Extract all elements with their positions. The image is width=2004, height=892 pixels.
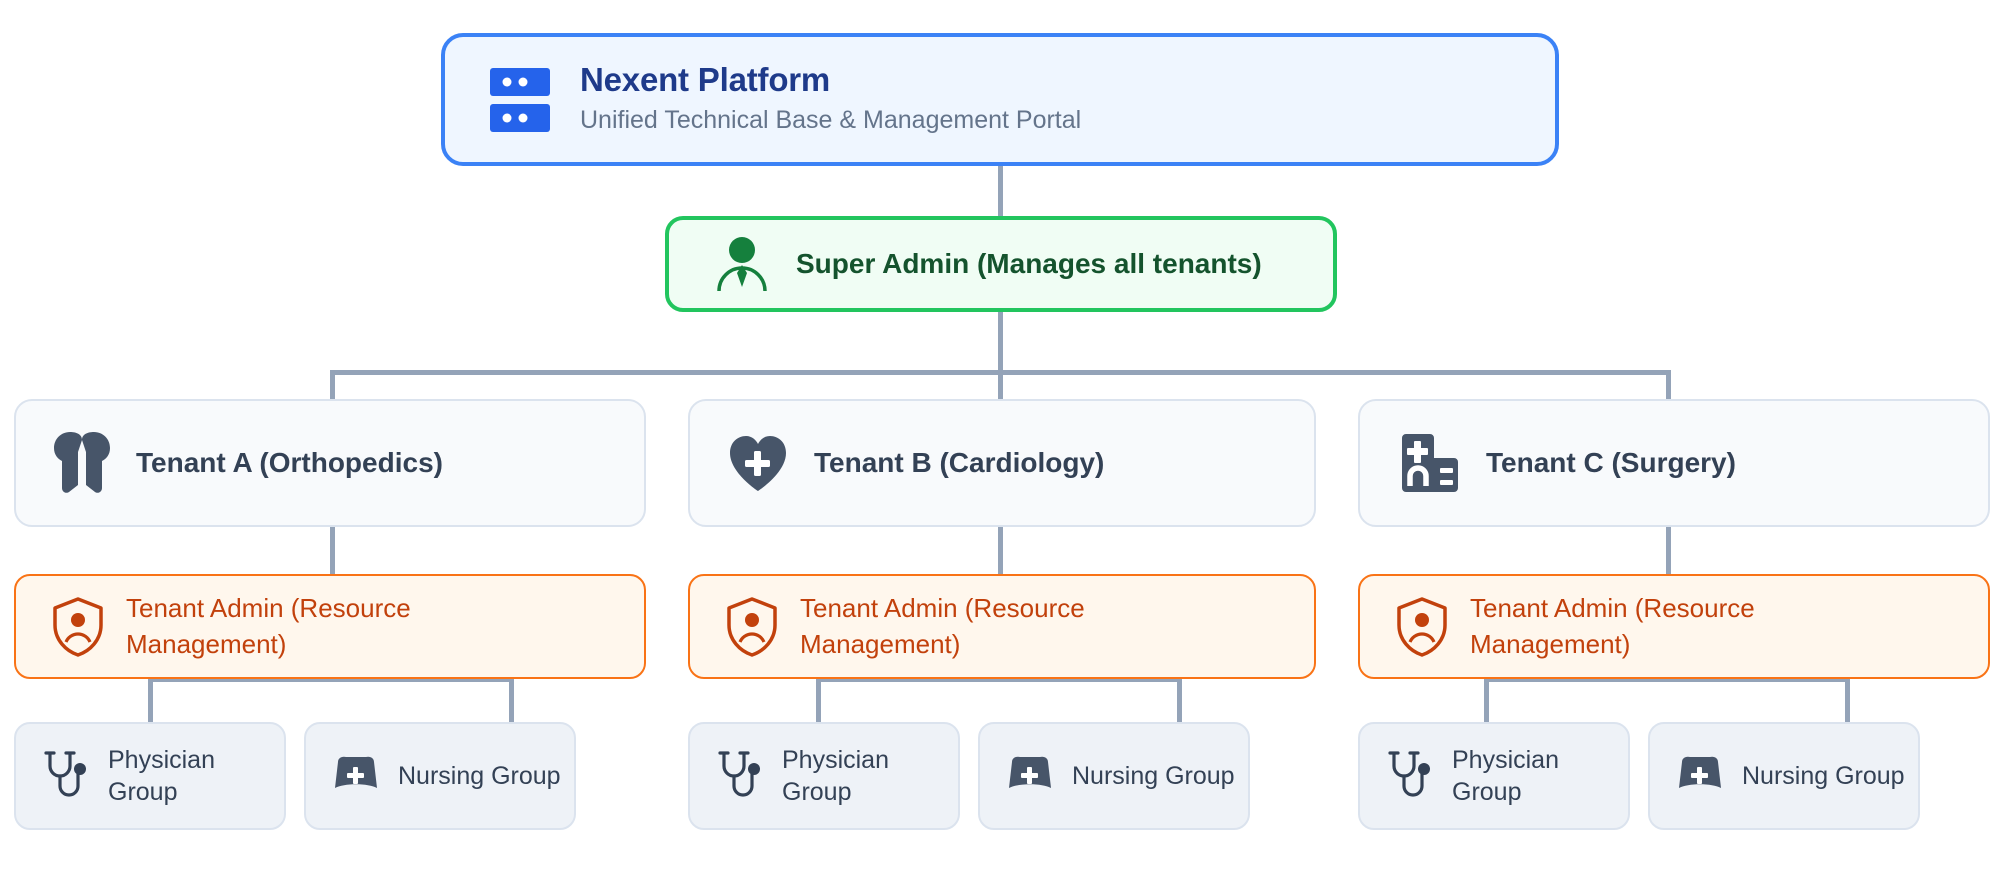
leaf-label-b-nursing: Nursing Group — [1072, 761, 1235, 790]
leaf-node-a-physician[interactable]: Physician Group — [14, 722, 286, 830]
connector-tenant-a-to-admin — [330, 527, 335, 575]
super-admin-node[interactable]: Super Admin (Manages all tenants) — [665, 216, 1337, 312]
shield-user-icon — [1396, 596, 1448, 657]
platform-title: Nexent Platform — [580, 61, 831, 99]
connector-drop-tenant-a — [330, 370, 335, 400]
user-tie-icon — [714, 235, 770, 293]
server-icon — [490, 64, 550, 136]
tenant-admin-node-b[interactable]: Tenant Admin (Resource Management) — [688, 574, 1316, 679]
leaf-node-b-nursing[interactable]: Nursing Group — [978, 722, 1250, 830]
connector-tenant-c-to-admin — [1666, 527, 1671, 575]
stethoscope-icon — [1386, 750, 1434, 802]
platform-node[interactable]: Nexent Platform Unified Technical Base &… — [441, 33, 1559, 166]
hospital-icon — [1398, 432, 1460, 494]
connector-drop-c-nursing — [1845, 677, 1850, 723]
bone-icon — [54, 432, 110, 494]
leaf-node-a-nursing[interactable]: Nursing Group — [304, 722, 576, 830]
connector-superadmin-down — [998, 312, 1003, 372]
leaf-label-b-physician: Physician Group — [782, 745, 889, 807]
leaf-label-a-physician: Physician Group — [108, 745, 215, 807]
super-admin-label: Super Admin (Manages all tenants) — [796, 248, 1262, 279]
tenant-admin-label-b: Tenant Admin (Resource Management) — [800, 593, 1085, 659]
connector-admin-b-bus — [816, 677, 1182, 682]
leaf-label-c-nursing: Nursing Group — [1742, 761, 1905, 790]
connector-drop-a-nursing — [509, 677, 514, 723]
shield-user-icon — [52, 596, 104, 657]
tenant-admin-node-c[interactable]: Tenant Admin (Resource Management) — [1358, 574, 1990, 679]
connector-drop-c-physician — [1484, 677, 1489, 723]
platform-subtitle: Unified Technical Base & Management Port… — [580, 106, 1082, 135]
tenant-node-a[interactable]: Tenant A (Orthopedics) — [14, 399, 646, 527]
connector-admin-a-bus — [148, 677, 514, 682]
connector-drop-tenant-b — [998, 370, 1003, 400]
connector-tenant-b-to-admin — [998, 527, 1003, 575]
tenant-node-b[interactable]: Tenant B (Cardiology) — [688, 399, 1316, 527]
connector-drop-b-physician — [816, 677, 821, 723]
leaf-node-c-nursing[interactable]: Nursing Group — [1648, 722, 1920, 830]
connector-drop-tenant-c — [1666, 370, 1671, 400]
nurse-cap-icon — [332, 754, 380, 798]
nurse-cap-icon — [1006, 754, 1054, 798]
leaf-label-c-physician: Physician Group — [1452, 745, 1559, 807]
connector-platform-to-superadmin — [998, 166, 1003, 218]
connector-admin-c-bus — [1484, 677, 1850, 682]
leaf-label-a-nursing: Nursing Group — [398, 761, 561, 790]
leaf-node-b-physician[interactable]: Physician Group — [688, 722, 960, 830]
tenant-label-a: Tenant A (Orthopedics) — [136, 447, 443, 478]
connector-drop-a-physician — [148, 677, 153, 723]
tenant-admin-label-a: Tenant Admin (Resource Management) — [126, 593, 411, 659]
tenant-node-c[interactable]: Tenant C (Surgery) — [1358, 399, 1990, 527]
stethoscope-icon — [716, 750, 764, 802]
connector-drop-b-nursing — [1177, 677, 1182, 723]
leaf-node-c-physician[interactable]: Physician Group — [1358, 722, 1630, 830]
stethoscope-icon — [42, 750, 90, 802]
tenant-admin-label-c: Tenant Admin (Resource Management) — [1470, 593, 1755, 659]
heart-plus-icon — [728, 435, 788, 491]
tenant-label-b: Tenant B (Cardiology) — [814, 447, 1105, 478]
tenant-admin-node-a[interactable]: Tenant Admin (Resource Management) — [14, 574, 646, 679]
tenant-label-c: Tenant C (Surgery) — [1486, 447, 1736, 478]
nurse-cap-icon — [1676, 754, 1724, 798]
shield-user-icon — [726, 596, 778, 657]
